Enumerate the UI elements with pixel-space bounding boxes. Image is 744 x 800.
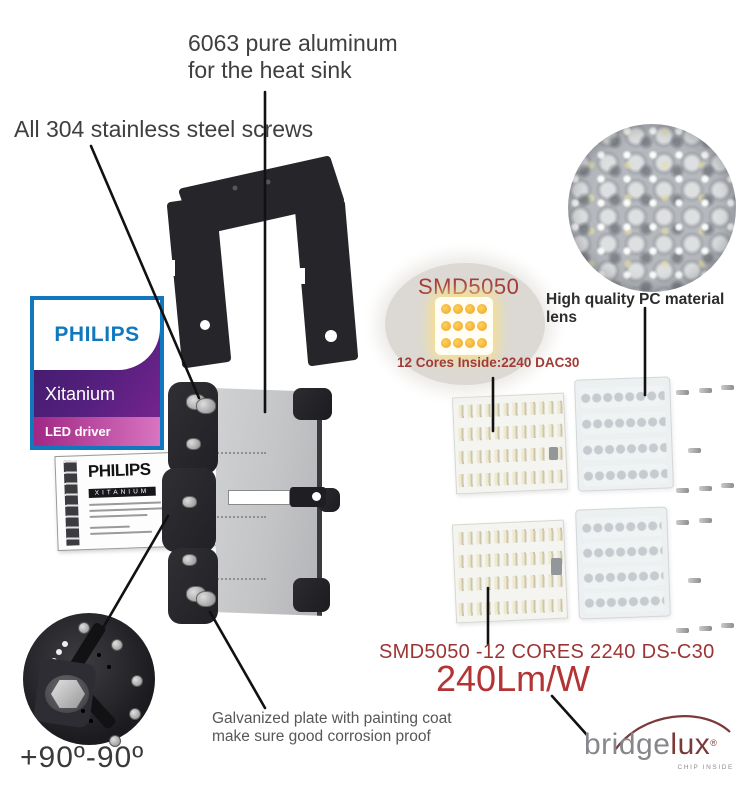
heatsink-fin-dots	[170, 578, 266, 580]
philips-badge: PHILIPS Xitanium LED driver	[30, 296, 164, 450]
philips-wordmark: PHILIPS	[54, 323, 140, 346]
module-screw	[676, 390, 689, 395]
led-driver-label: LED driver	[45, 424, 111, 439]
driver-fineprint	[89, 501, 162, 506]
heatsink-screw	[186, 438, 201, 450]
driver-series: XITANIUM	[88, 486, 156, 498]
module-screw	[721, 385, 734, 390]
module-screw	[676, 520, 689, 525]
heatsink-left-bracket	[162, 468, 216, 552]
registered-mark: ®	[710, 738, 718, 748]
led-row	[458, 400, 563, 419]
led-row	[458, 527, 563, 546]
spec-line: SMD5050 -12 CORES 2240 DS-C30	[379, 641, 715, 663]
lens-row	[582, 437, 667, 461]
heatsink-screw	[196, 591, 216, 607]
module-screw	[688, 448, 701, 453]
led-driver-strip: LED driver	[34, 417, 160, 446]
heatsink-screw	[182, 554, 197, 566]
led-row	[458, 598, 563, 617]
disc-hex-bolt	[51, 680, 85, 708]
heatsink-screw	[182, 496, 197, 508]
lens-row	[584, 590, 665, 614]
disc-screw	[109, 735, 121, 747]
rotation-range-label: +90º-90º	[20, 741, 145, 774]
module-screw	[688, 578, 701, 583]
led-row	[458, 446, 563, 465]
driver-fineprint	[90, 530, 153, 535]
led-row	[458, 423, 563, 442]
disc-pinhole	[81, 709, 85, 713]
heatsink-slot-hole	[312, 492, 321, 501]
smd-title: SMD5050	[418, 274, 520, 299]
module-screw	[699, 486, 712, 491]
module-screw	[699, 388, 712, 393]
lens-row	[583, 463, 668, 487]
disc-screw	[111, 639, 123, 651]
driver-fineprint	[89, 507, 174, 512]
disc-pinhole	[97, 653, 101, 657]
disc-pinhole	[107, 665, 111, 669]
disc-screw	[131, 675, 143, 687]
bridgelux-logo: bridgelux® CHIP INSIDE	[580, 712, 744, 778]
bridgelux-swoosh	[614, 715, 731, 751]
heatsink-right-cap	[293, 578, 330, 612]
module-screw	[676, 488, 689, 493]
lens-row	[581, 515, 663, 539]
smd-chip-callout: SMD5050 12 Cores Inside:2240 DAC30	[385, 263, 579, 385]
led-row	[458, 469, 563, 488]
philips-badge-top: PHILIPS	[34, 300, 160, 370]
driver-fineprint	[89, 513, 148, 518]
led-row	[458, 573, 563, 592]
heatsink-screw	[196, 398, 216, 414]
lens-module-lower	[575, 506, 671, 620]
heatsink-right-cap	[293, 388, 332, 420]
heatsink-slot	[228, 490, 290, 505]
mounting-bracket	[164, 156, 358, 368]
bracket-notch-left	[164, 260, 175, 276]
smd-cores-label: 12 Cores Inside:2240 DAC30	[397, 355, 580, 370]
smd-chip-image	[435, 297, 493, 355]
disc-hole	[62, 641, 68, 647]
bracket-notch-right	[294, 268, 305, 284]
heatsink-callout-label: 6063 pure aluminum for the heat sink	[188, 30, 398, 84]
efficacy-value: 240Lm/W	[436, 658, 591, 699]
module-screw	[699, 518, 712, 523]
led-row	[458, 550, 563, 569]
heatsink-fin-dots	[170, 516, 266, 518]
disc-hole	[56, 649, 62, 655]
pcb-connector	[551, 558, 562, 575]
pcb-connector	[549, 447, 558, 460]
lens-row	[580, 385, 666, 409]
lens-module-upper	[574, 376, 674, 492]
lens-callout-label: High quality PC material lens	[546, 291, 725, 327]
lens-row	[583, 565, 664, 589]
module-screw	[721, 623, 734, 628]
lens-row	[582, 540, 663, 564]
heatsink-fin-dots	[170, 452, 266, 454]
disc-pinhole	[89, 719, 93, 723]
driver-terminal-strip	[63, 460, 80, 546]
lens-detail-image	[568, 124, 736, 292]
rotation-bracket-disc	[23, 613, 155, 747]
screws-callout-label: All 304 stainless steel screws	[14, 116, 314, 142]
module-screw	[699, 626, 712, 631]
xitanium-label: Xitanium	[45, 384, 116, 404]
bridgelux-red-part: lux	[670, 728, 711, 761]
bridgelux-gray-part: bridge	[584, 728, 671, 761]
disc-screw	[78, 622, 90, 634]
led-pcb-upper	[451, 392, 569, 495]
heatsink-assembly	[162, 382, 342, 624]
bridgelux-caption: CHIP INSIDE	[677, 764, 734, 771]
module-screw	[721, 483, 734, 488]
driver-fineprint	[89, 525, 130, 529]
bracket-hole-right	[325, 330, 337, 342]
disc-screw	[129, 708, 141, 720]
module-screw	[676, 628, 689, 633]
bridgelux-wordmark: bridgelux®	[584, 728, 717, 762]
galvanized-callout-label: Galvanized plate with painting coat make…	[212, 710, 452, 746]
bracket-hole-left	[200, 320, 210, 330]
lens-row	[581, 411, 666, 435]
